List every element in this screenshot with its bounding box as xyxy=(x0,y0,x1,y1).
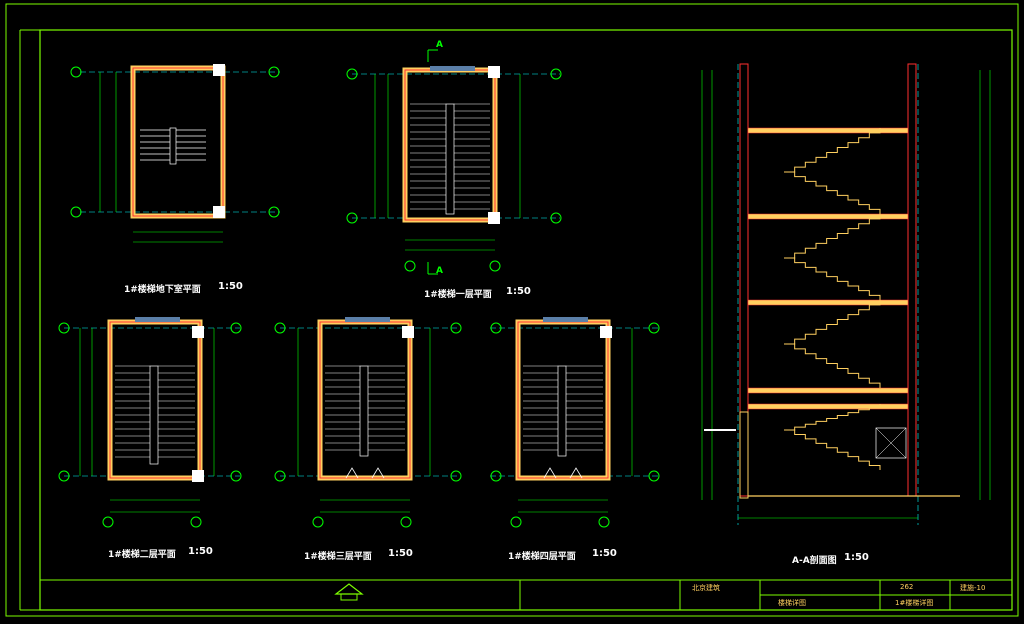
title-block-note: 1#楼梯详图 xyxy=(895,599,934,607)
view-scale-section: 1:50 xyxy=(844,552,869,563)
section-marker-bottom: A xyxy=(436,266,443,276)
view-scale-third-floor: 1:50 xyxy=(388,548,413,559)
floor-slab xyxy=(747,127,909,134)
floor-slab xyxy=(747,299,909,306)
floor-slab xyxy=(747,403,909,410)
view-scale-second-floor: 1:50 xyxy=(188,546,213,557)
view-scale-first-floor: 1:50 xyxy=(506,286,531,297)
title-block-code: 262 xyxy=(900,583,914,591)
company-logo-icon xyxy=(334,583,364,601)
view-title-second-floor: 1#楼梯二层平面 xyxy=(108,550,176,560)
fourth-floor-plan-view xyxy=(490,317,660,528)
stair-flight xyxy=(784,171,881,214)
floor-slab xyxy=(747,387,909,394)
second-floor-plan-view xyxy=(58,317,242,528)
section-marker-top: A xyxy=(436,40,443,50)
view-title-fourth-floor: 1#楼梯四层平面 xyxy=(508,552,576,562)
view-title-section: A-A剖面图 xyxy=(792,556,837,566)
stair-flight xyxy=(784,257,881,300)
stair-flight xyxy=(784,404,881,431)
stair-flight xyxy=(784,214,881,259)
title-block xyxy=(39,579,1013,611)
basement-plan-view xyxy=(70,64,280,243)
outer-frame xyxy=(5,3,1019,617)
first-floor-plan-view xyxy=(346,49,562,275)
stair-flight xyxy=(784,429,881,470)
stair-flight xyxy=(784,128,881,173)
view-scale-basement: 1:50 xyxy=(218,281,243,292)
third-floor-plan-view xyxy=(274,317,462,528)
section-a-a-view xyxy=(701,63,991,525)
stair-flight xyxy=(784,300,881,345)
floor-slab xyxy=(747,213,909,220)
title-block-project: 北京建筑 xyxy=(692,584,720,592)
stair-flight xyxy=(784,343,881,388)
view-scale-fourth-floor: 1:50 xyxy=(592,548,617,559)
title-block-sheet-no: 建施-10 xyxy=(960,584,986,592)
view-title-first-floor: 1#楼梯一层平面 xyxy=(424,290,492,300)
title-block-content: 楼梯详图 xyxy=(778,599,806,607)
view-title-basement: 1#楼梯地下室平面 xyxy=(124,285,201,295)
view-title-third-floor: 1#楼梯三层平面 xyxy=(304,552,372,562)
